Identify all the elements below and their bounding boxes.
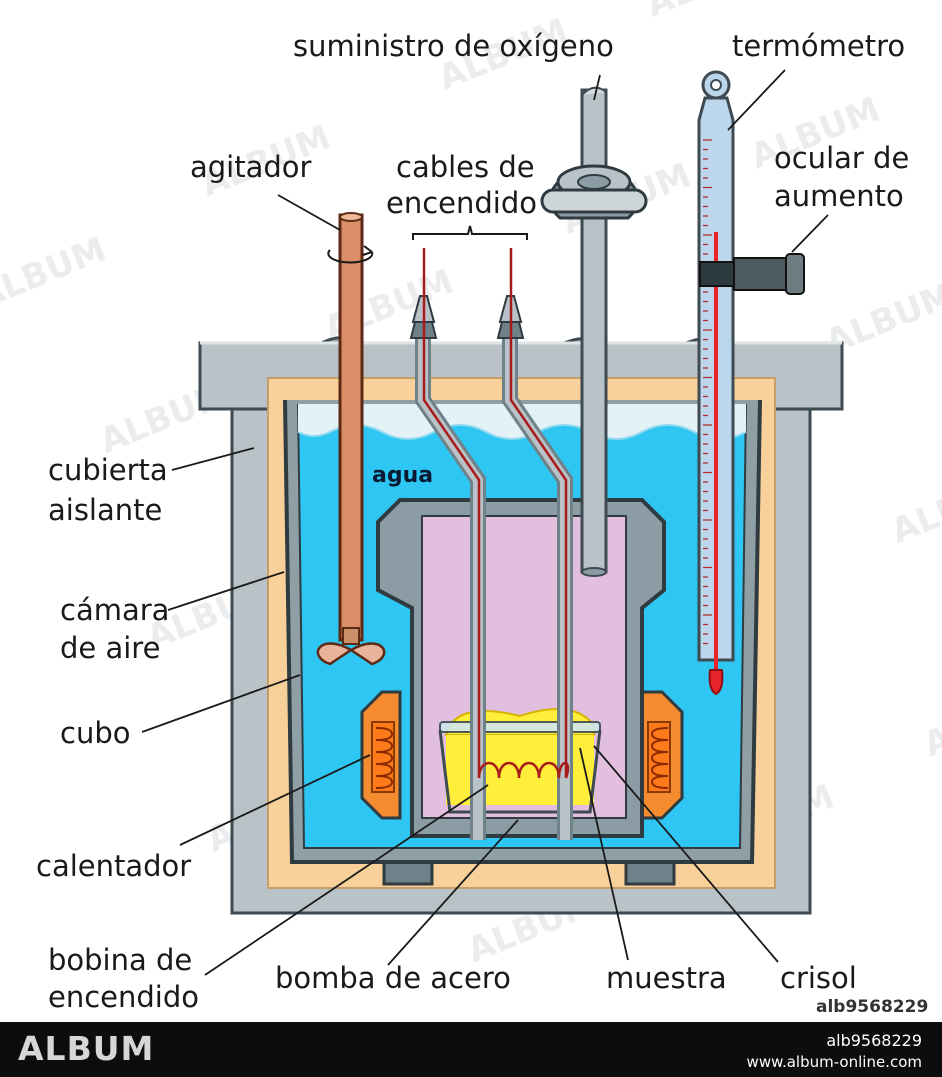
cables-bracket bbox=[412, 225, 528, 240]
magnifying-eyepiece bbox=[699, 253, 805, 295]
thermometer bbox=[697, 70, 735, 696]
label-eyepiece: ocular de bbox=[774, 141, 909, 175]
watermark-text: ALBUM bbox=[918, 677, 942, 765]
label-ignition-cables: cables de bbox=[396, 150, 535, 184]
footer-image-id: alb9568229 bbox=[826, 1031, 922, 1050]
heater-right bbox=[640, 690, 684, 820]
label-ignition-coil-line2: encendido bbox=[48, 980, 199, 1014]
label-heater: calentador bbox=[36, 849, 191, 883]
watermark-text: ALBUM bbox=[0, 229, 112, 317]
label-thermometer: termómetro bbox=[732, 29, 905, 63]
label-crucible: crisol bbox=[780, 961, 857, 995]
label-air-chamber-line2: de aire bbox=[60, 631, 160, 665]
label-ignition-coil: bobina de bbox=[48, 943, 192, 977]
label-oxygen-supply: suministro de oxígeno bbox=[293, 29, 614, 63]
label-insulating-cover: cubierta bbox=[48, 453, 168, 487]
label-steel-bomb: bomba de acero bbox=[275, 961, 511, 995]
watermark-text: ALBUM bbox=[641, 0, 781, 25]
watermark-text: ALBUM bbox=[886, 464, 942, 552]
crucible bbox=[438, 708, 602, 814]
label-sample: muestra bbox=[606, 961, 727, 995]
ignition-cables bbox=[409, 248, 573, 840]
label-ignition-cables-line2: encendido bbox=[386, 186, 537, 220]
stirrer bbox=[316, 212, 386, 666]
label-stirrer: agitador bbox=[190, 150, 312, 184]
oxygen-tube bbox=[540, 86, 648, 577]
heater-left bbox=[360, 690, 402, 820]
label-eyepiece-line2: aumento bbox=[774, 179, 904, 213]
image-reference: alb9568229 bbox=[816, 997, 928, 1017]
footer-bar: ALBUM alb9568229 www.album-online.com bbox=[0, 1022, 942, 1077]
leader-lines bbox=[141, 69, 829, 976]
label-insulating-cover-line2: aislante bbox=[48, 493, 162, 527]
water-label: agua bbox=[372, 463, 433, 488]
footer-website-link[interactable]: www.album-online.com bbox=[746, 1053, 922, 1071]
calorimeter-diagram: ALBUM ALBUM ALBUM ALBUM ALBUM ALBUM ALBU… bbox=[0, 0, 942, 1017]
label-air-chamber: cámara bbox=[60, 593, 169, 627]
label-bucket: cubo bbox=[60, 716, 130, 750]
footer-logo: ALBUM bbox=[18, 1029, 155, 1068]
